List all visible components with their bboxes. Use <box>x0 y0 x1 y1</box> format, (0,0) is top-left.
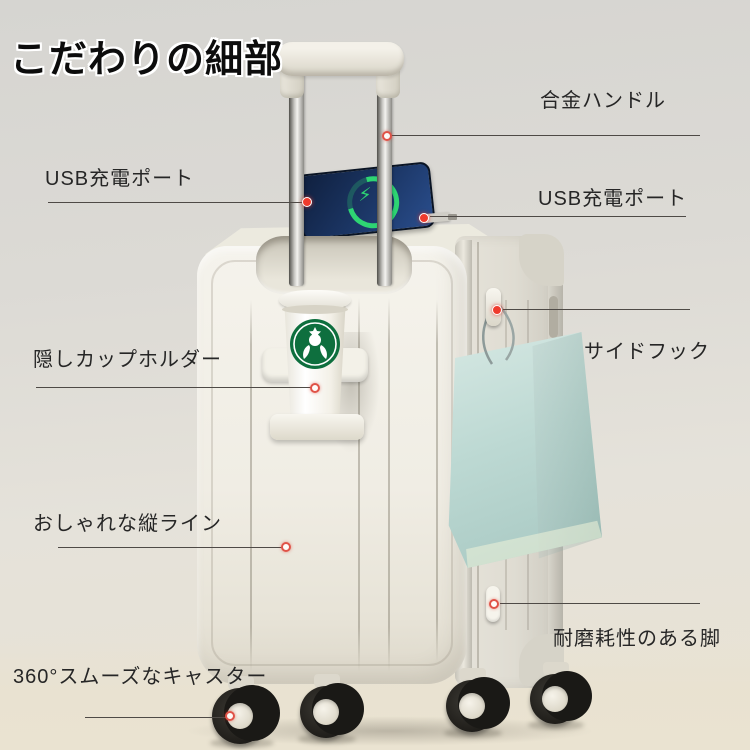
callout-dot-side-hook <box>492 305 502 315</box>
callout-line-wear-resistant-legs <box>500 603 700 604</box>
callout-label-hidden-cup-holder: 隠しカップホルダー <box>33 349 222 371</box>
front-vertical-groove <box>358 298 360 672</box>
callout-dot-vertical-line <box>281 542 291 552</box>
caster-wheel <box>212 685 280 744</box>
wheel-hub <box>542 686 568 712</box>
callout-dot-hidden-cup-holder <box>310 383 320 393</box>
coffee-cup-rim <box>282 305 348 314</box>
callout-label-alloy-handle: 合金ハンドル <box>540 90 666 112</box>
callout-dot-alloy-handle <box>382 131 392 141</box>
callout-dot-usb-port-left <box>302 197 312 207</box>
side-slot <box>549 296 558 338</box>
wheel-shadow <box>528 720 584 730</box>
handle-tube-right <box>377 74 392 286</box>
callout-label-usb-port-left: USB充電ポート <box>45 168 195 190</box>
charging-phone: ⚡ <box>295 161 437 241</box>
callout-line-alloy-handle <box>391 135 700 136</box>
callout-label-side-hook: サイドフック <box>584 341 710 363</box>
wheel-hub <box>459 693 485 719</box>
charge-progress-ring <box>337 166 409 238</box>
callout-line-vertical-line <box>58 547 282 548</box>
callout-line-smooth-casters <box>85 717 226 718</box>
caster-wheel <box>446 677 510 732</box>
caster-wheel <box>300 683 364 738</box>
callout-dot-usb-port-right <box>419 213 429 223</box>
callout-dot-wear-resistant-legs <box>489 599 499 609</box>
front-vertical-groove <box>436 300 438 662</box>
callout-label-smooth-casters: 360°スムーズなキャスター <box>13 666 268 688</box>
callout-line-hidden-cup-holder <box>36 387 311 388</box>
callout-label-wear-resistant-legs: 耐磨耗性のある脚 <box>553 628 721 650</box>
callout-line-usb-port-right <box>430 216 686 217</box>
callout-label-vertical-line: おしゃれな縦ライン <box>33 513 222 535</box>
cup-holder-base <box>270 414 364 440</box>
callout-dot-smooth-casters <box>225 711 235 721</box>
usb-cable-plug <box>448 214 457 220</box>
page-title: こだわりの細部 <box>10 39 284 81</box>
wheel-hub <box>313 699 339 725</box>
callout-line-usb-port-left <box>48 202 304 203</box>
charging-bolt-icon: ⚡ <box>358 185 372 207</box>
handle-tube-left <box>289 74 304 286</box>
front-vertical-groove <box>388 298 390 672</box>
wheel-shadow <box>444 728 502 738</box>
caster-wheel <box>530 671 592 724</box>
cup-logo-icon <box>290 319 340 369</box>
callout-label-usb-port-right: USB充電ポート <box>538 188 688 210</box>
alloy-handle-grip <box>276 42 404 76</box>
hanging-bag <box>444 332 602 568</box>
wheel-shadow <box>298 734 356 744</box>
callout-line-side-hook <box>503 309 690 310</box>
front-vertical-groove <box>250 300 252 672</box>
